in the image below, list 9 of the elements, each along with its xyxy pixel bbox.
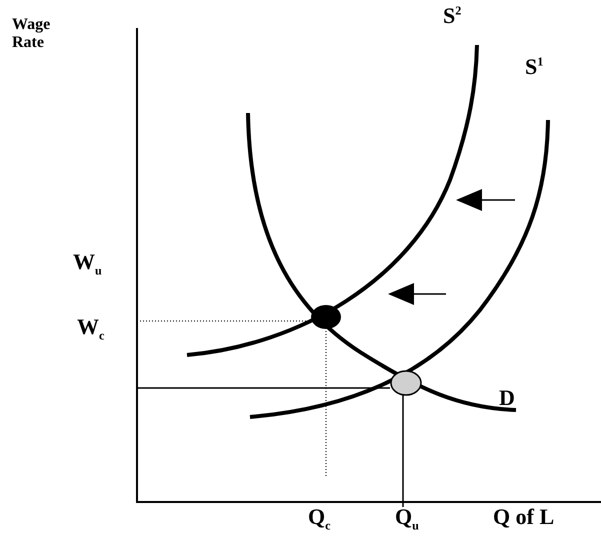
curve-label: D — [499, 386, 515, 410]
curve-label: S$^{2}$ — [443, 4, 462, 28]
axis-label: Q of L — [493, 505, 554, 530]
axis-tick-label: W$_{c}$ — [77, 315, 104, 343]
axis-tick-label: W$_{u}$ — [73, 250, 102, 278]
axis-tick-label: Q$_{u}$ — [395, 505, 419, 533]
curve-label: S$^{1}$ — [525, 55, 544, 80]
axis-label: Wage Rate — [12, 16, 52, 52]
axis-tick-label: Q$_{c}$ — [308, 505, 330, 533]
